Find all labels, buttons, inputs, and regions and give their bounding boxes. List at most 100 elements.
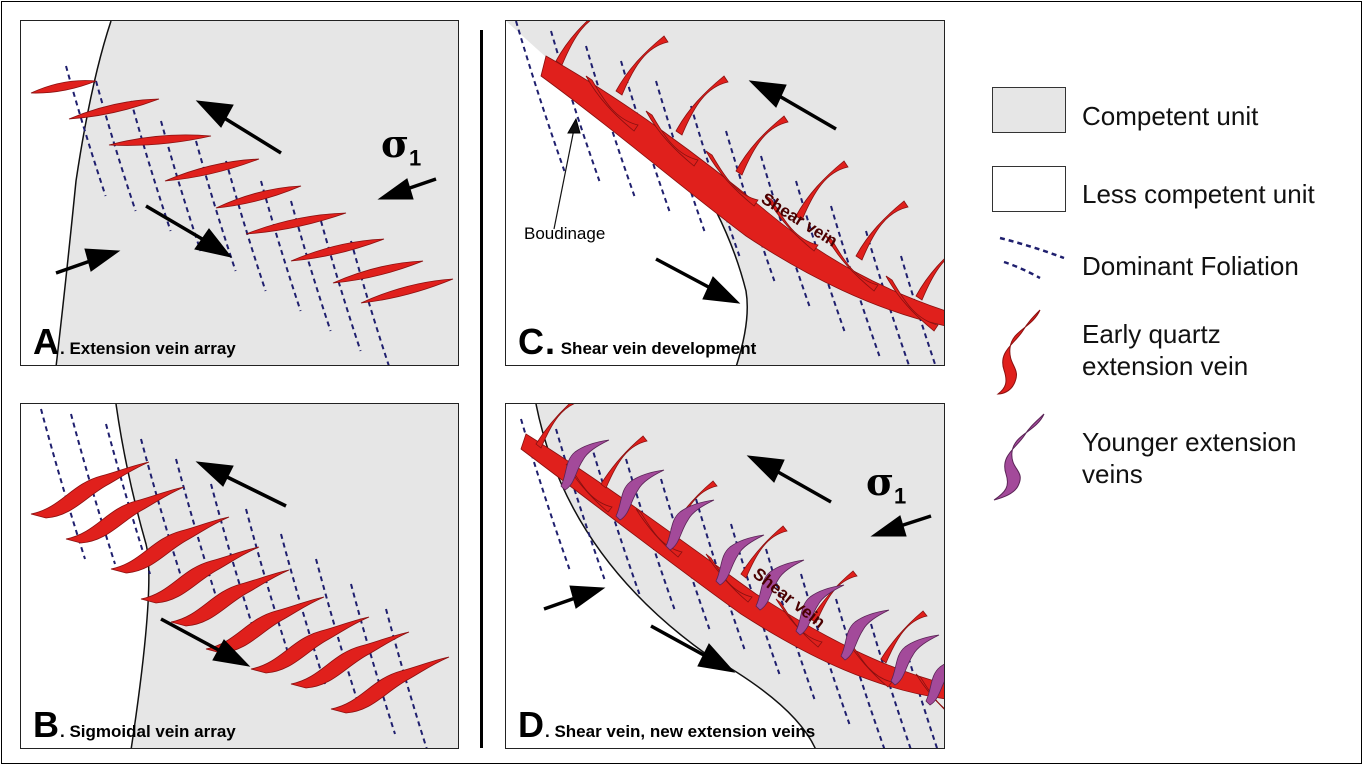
foliation-line bbox=[795, 180, 846, 332]
shear-arrows bbox=[160, 461, 287, 667]
foliation-line bbox=[280, 533, 326, 685]
legend-younger-vein-label: Younger extension veins bbox=[1082, 427, 1297, 489]
panel-c: Boudinage Shear vein C. Shear vein devel… bbox=[505, 20, 945, 366]
foliation-line bbox=[70, 413, 116, 565]
foliation-line bbox=[225, 160, 267, 292]
foliation-line bbox=[690, 105, 741, 257]
extension-vein bbox=[795, 160, 849, 221]
extension-veins bbox=[30, 80, 454, 304]
younger-extension-vein bbox=[755, 559, 805, 611]
extension-vein bbox=[880, 610, 928, 664]
foliation-lines bbox=[515, 21, 937, 365]
foliation-line bbox=[140, 438, 186, 590]
extension-vein bbox=[885, 275, 939, 332]
extension-vein bbox=[245, 212, 347, 235]
extension-vein bbox=[30, 80, 97, 94]
foliation-line bbox=[320, 220, 362, 352]
foliation-line bbox=[625, 458, 676, 610]
sigmoidal-vein bbox=[140, 546, 260, 604]
foliation-line bbox=[260, 180, 302, 312]
sigmoidal-vein bbox=[30, 461, 150, 519]
foliation-line bbox=[765, 548, 816, 700]
panel-c-drawing bbox=[506, 21, 944, 365]
foliation-line bbox=[175, 458, 221, 610]
extension-vein bbox=[810, 570, 858, 624]
foliation-line bbox=[730, 523, 781, 675]
extension-vein bbox=[645, 110, 699, 167]
competent-swatch bbox=[992, 87, 1066, 133]
foliation-line bbox=[725, 130, 776, 282]
foliation-line bbox=[870, 623, 912, 748]
extension-vein bbox=[775, 598, 823, 648]
less-competent-region bbox=[21, 404, 149, 748]
unit-boundary bbox=[715, 210, 748, 365]
boudinage-label: Boudinage bbox=[524, 224, 606, 243]
panel-a-caption: A. Extension vein array bbox=[33, 321, 236, 362]
unit-boundary bbox=[535, 404, 816, 748]
extension-vein bbox=[290, 238, 385, 262]
extension-vein bbox=[360, 278, 454, 304]
foliation-line bbox=[695, 498, 746, 650]
early-vein-swatch bbox=[996, 309, 1041, 395]
extension-vein bbox=[705, 553, 753, 603]
extension-vein bbox=[585, 75, 639, 132]
foliation-line bbox=[865, 230, 910, 365]
shear-vein bbox=[540, 55, 944, 326]
younger-extension-vein bbox=[715, 534, 765, 586]
extension-vein bbox=[615, 35, 669, 96]
panel-b: B. Sigmoidal vein array bbox=[20, 403, 459, 749]
younger-extension-vein bbox=[925, 663, 944, 706]
extension-vein bbox=[215, 185, 302, 209]
legend-foliation-label: Dominant Foliation bbox=[1082, 251, 1299, 281]
extension-vein bbox=[600, 435, 648, 489]
foliation-line bbox=[385, 608, 428, 748]
sigma-1-label: σ1 bbox=[866, 459, 907, 509]
foliation-line bbox=[900, 255, 937, 365]
extension-vein bbox=[164, 158, 260, 182]
sigmoidal-vein bbox=[110, 516, 230, 574]
younger-vein-swatch bbox=[993, 413, 1045, 501]
sigmoidal-vein bbox=[170, 569, 290, 627]
extension-vein bbox=[675, 75, 729, 136]
sigmoidal-vein bbox=[205, 596, 325, 654]
foliation-line bbox=[515, 21, 566, 172]
foliation-line bbox=[585, 45, 636, 197]
extension-vein bbox=[735, 115, 789, 176]
younger-extension-vein bbox=[665, 499, 715, 551]
legend-competent-label: Competent unit bbox=[1082, 101, 1259, 131]
shear-arrows bbox=[553, 80, 837, 304]
sigmoidal-vein bbox=[65, 486, 185, 544]
extension-vein bbox=[635, 508, 683, 558]
extension-vein bbox=[555, 21, 591, 66]
foliation-line bbox=[590, 443, 641, 595]
extension-vein bbox=[535, 404, 575, 449]
panel-b-caption: B. Sigmoidal vein array bbox=[33, 704, 236, 745]
competent-region bbox=[116, 404, 458, 748]
extension-veins bbox=[555, 21, 944, 332]
extension-vein bbox=[855, 200, 909, 261]
extension-vein bbox=[825, 235, 879, 292]
less-competent-region bbox=[506, 404, 816, 748]
younger-extension-vein bbox=[560, 439, 610, 491]
foliation-line bbox=[315, 558, 361, 710]
foliation-line bbox=[655, 80, 706, 232]
extension-vein bbox=[740, 525, 788, 579]
foliation-line bbox=[210, 483, 256, 635]
unit-boundary bbox=[55, 21, 112, 365]
less-competent-swatch bbox=[992, 166, 1066, 212]
younger-extension-vein bbox=[795, 584, 845, 636]
foliation-line bbox=[95, 80, 137, 212]
foliation-line bbox=[800, 573, 851, 725]
foliation-line bbox=[245, 508, 291, 660]
foliation-line bbox=[760, 155, 811, 307]
legend-less-competent-label: Less competent unit bbox=[1082, 179, 1315, 209]
extension-vein bbox=[915, 673, 944, 710]
shear-arrows bbox=[543, 455, 932, 673]
younger-extension-veins bbox=[560, 439, 944, 706]
foliation-line bbox=[550, 30, 601, 182]
younger-extension-vein bbox=[615, 469, 665, 521]
sigmoidal-vein bbox=[250, 616, 370, 674]
younger-extension-vein bbox=[840, 609, 890, 661]
foliation-line bbox=[660, 478, 711, 630]
